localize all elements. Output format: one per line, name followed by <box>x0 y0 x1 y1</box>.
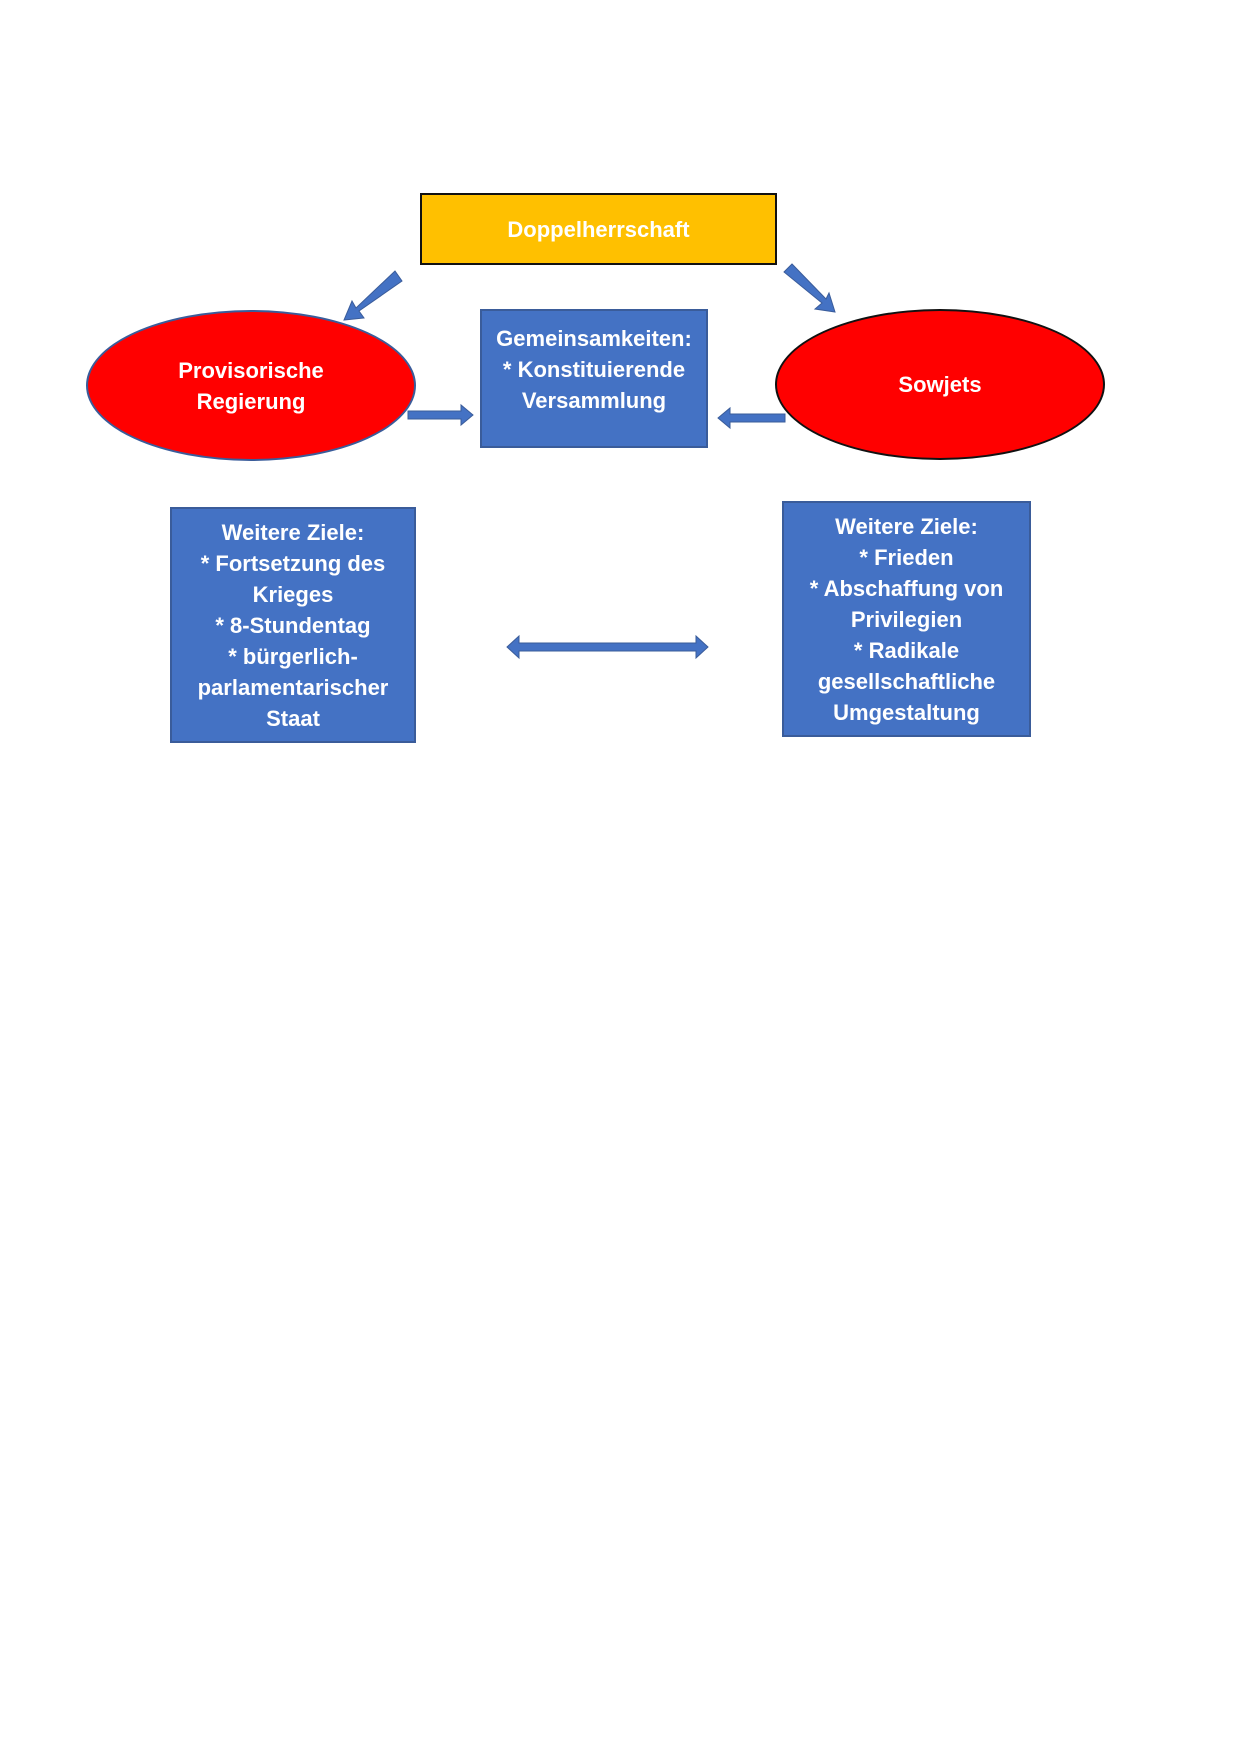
double-arrow-goals-comparison <box>506 634 709 660</box>
title-node-label: Doppelherrschaft <box>507 216 690 242</box>
common-goals-node: Gemeinsamkeiten: * Konstituierende Versa… <box>480 309 708 448</box>
arrow-provisional-government-to-common-goals <box>407 403 474 427</box>
soviets-label: Sowjets <box>898 372 982 397</box>
provisional-government-node: Provisorische Regierung <box>86 310 416 461</box>
arrow-soviets-to-common-goals <box>717 406 786 430</box>
provisional-government-label: Provisorische Regierung <box>178 357 324 414</box>
provisional-government-goals-node: Weitere Ziele: * Fortsetzung des Krieges… <box>170 507 416 743</box>
provisional-government-goals-label: Weitere Ziele: * Fortsetzung des Krieges… <box>197 519 389 731</box>
soviets-goals-node: Weitere Ziele: * Frieden * Abschaffung v… <box>782 501 1031 737</box>
arrow-title-to-provisional-government <box>343 270 403 321</box>
soviets-goals-label: Weitere Ziele: * Frieden * Abschaffung v… <box>809 513 1004 725</box>
soviets-node: Sowjets <box>775 309 1105 460</box>
arrow-title-to-soviets <box>783 263 836 313</box>
common-goals-label: Gemeinsamkeiten: * Konstituierende Versa… <box>496 326 692 413</box>
title-node: Doppelherrschaft <box>420 193 777 265</box>
